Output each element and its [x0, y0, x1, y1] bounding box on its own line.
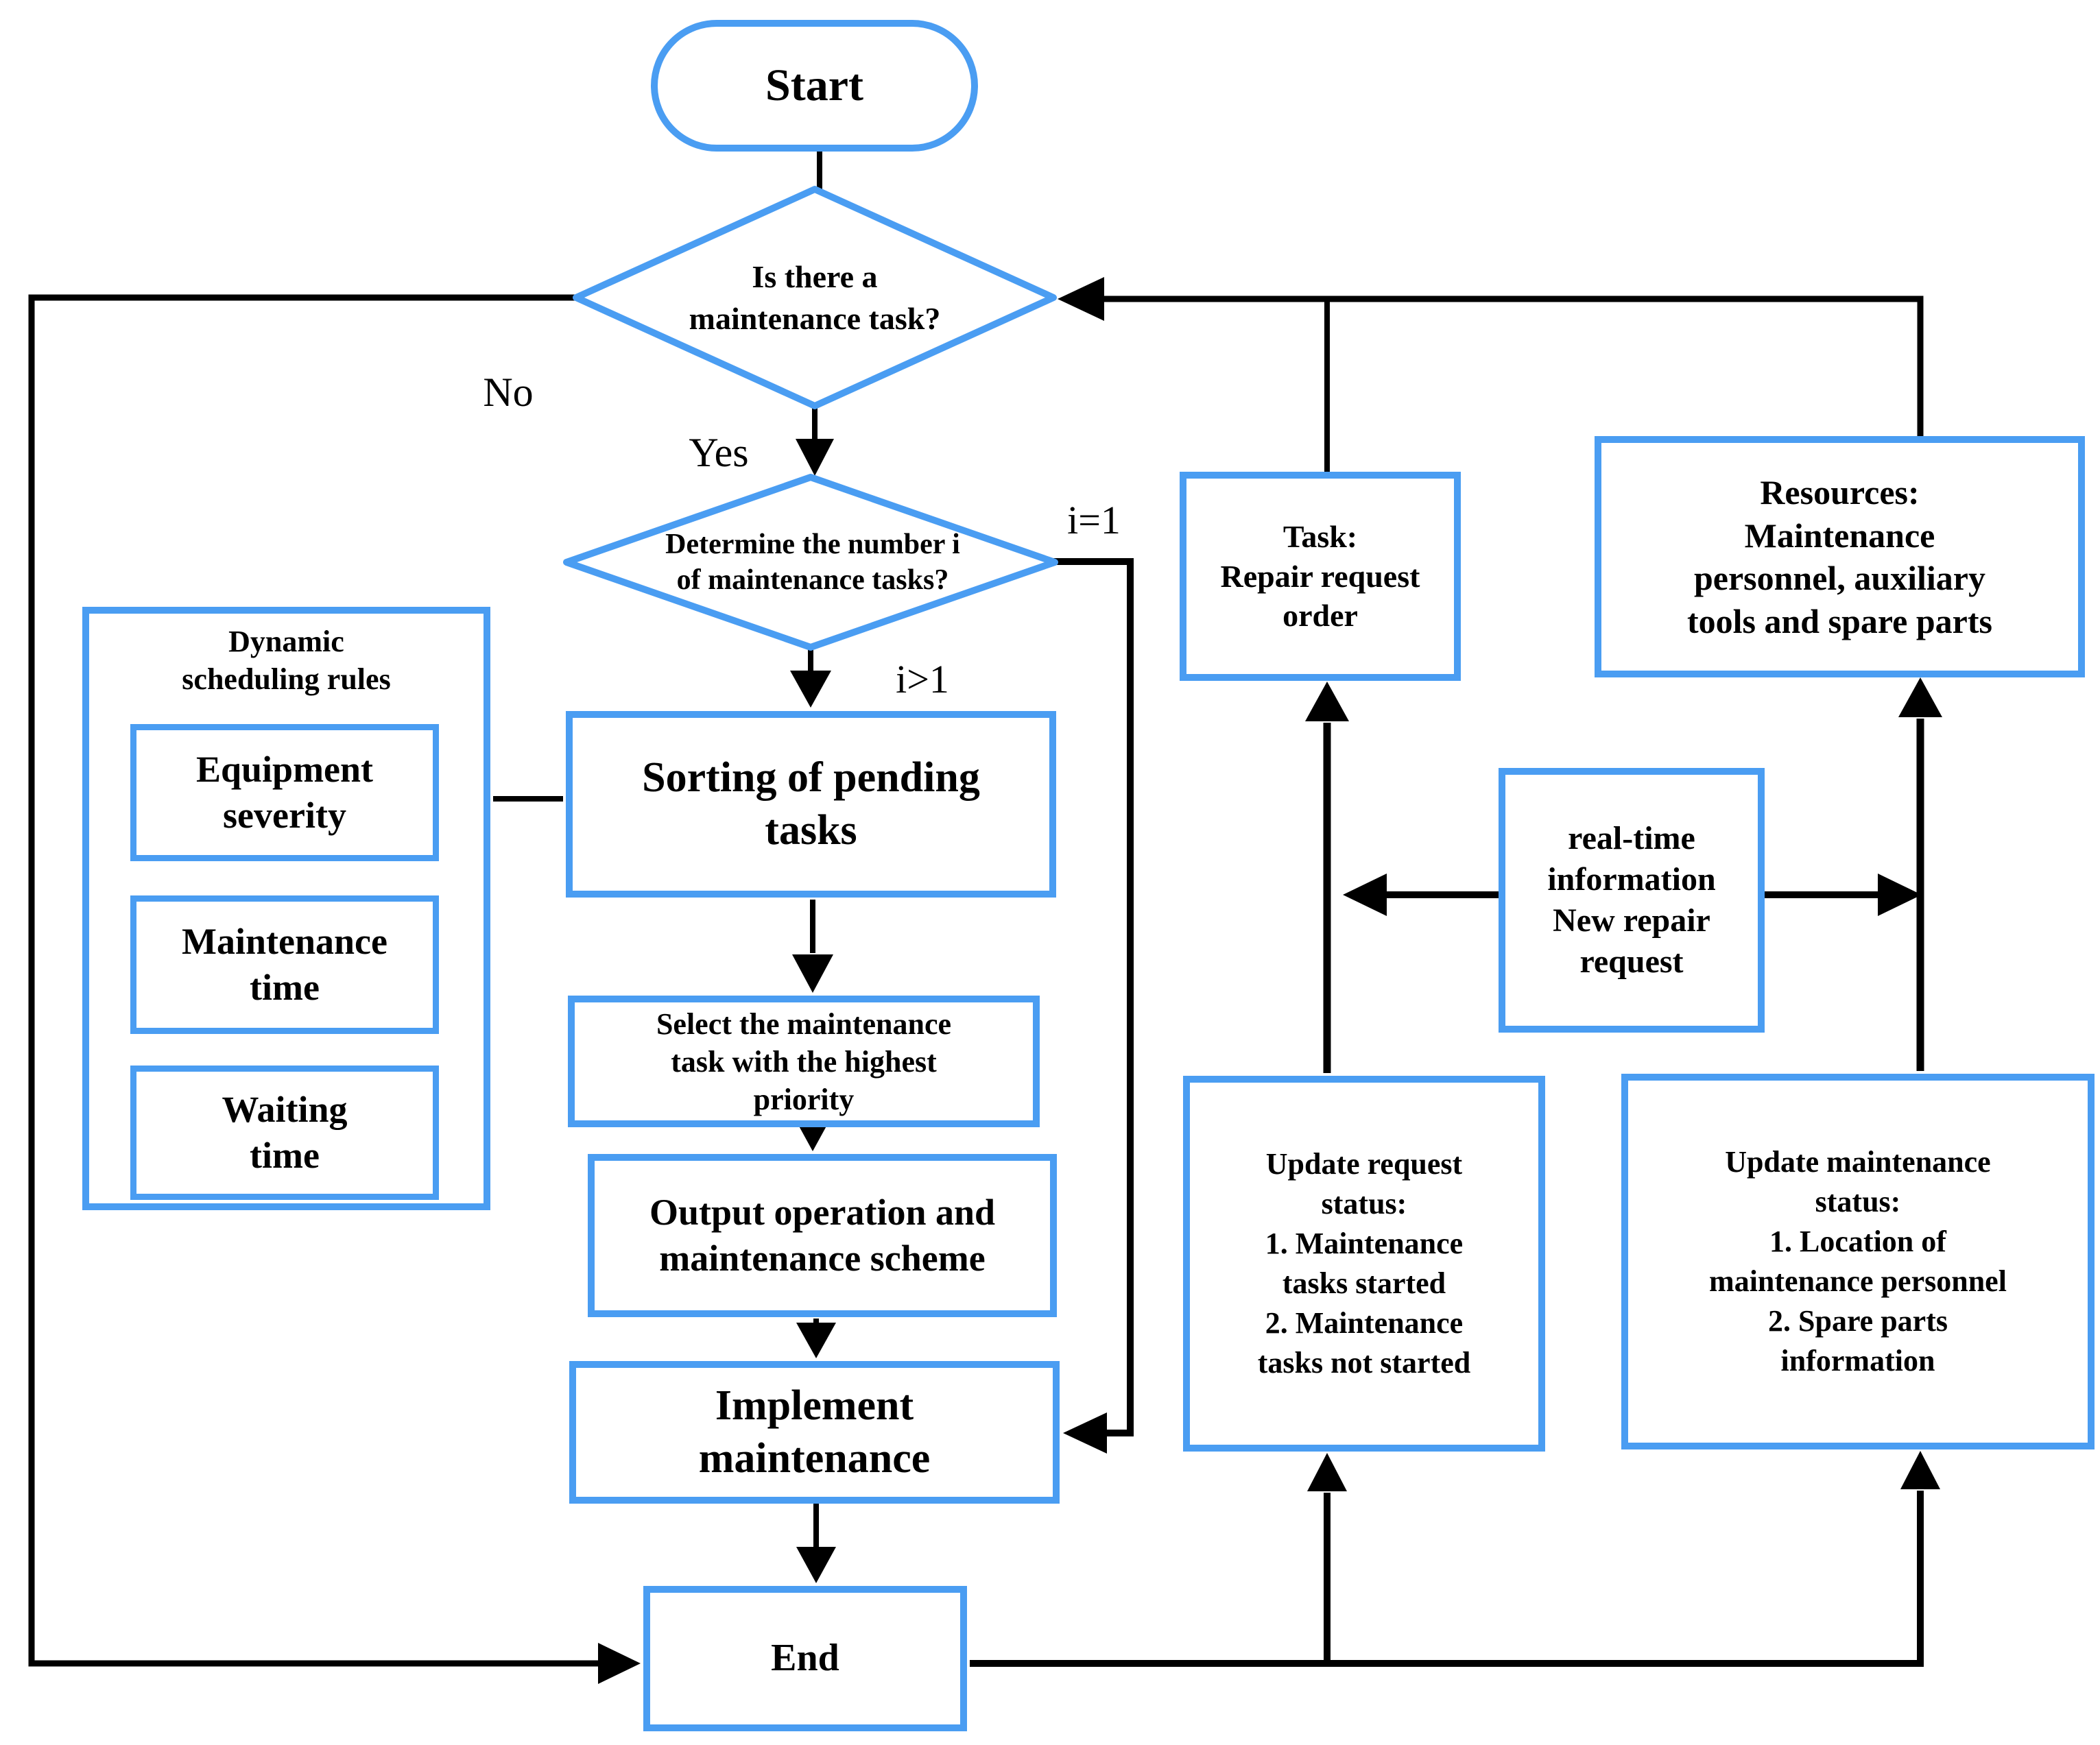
arrowhead-realtime-left [1343, 874, 1387, 916]
arrowhead-no-into-end [598, 1643, 641, 1684]
node-maintenance-time: Maintenance time [130, 895, 439, 1034]
decision1-diamond [573, 186, 1057, 409]
arrowhead-into-sorting [790, 671, 831, 708]
update-request-status-text: Update request status: 1. Maintenance ta… [1257, 1146, 1471, 1380]
node-output-scheme: Output operation and maintenance scheme [588, 1154, 1057, 1317]
edge-loopback-top [1101, 296, 1924, 443]
node-update-maintenance-status: Update maintenance status: 1. Location o… [1621, 1074, 2095, 1449]
decision2-text: Determine the number i of maintenance ta… [665, 528, 960, 597]
arrowhead-i1-into-implement [1063, 1412, 1107, 1454]
node-realtime-info: real-time information New repair request [1499, 768, 1765, 1033]
no-label-text: No [483, 369, 534, 415]
arrowhead-into-resources [1898, 677, 1942, 717]
node-update-request-status: Update request status: 1. Maintenance ta… [1183, 1076, 1545, 1452]
end-text: End [771, 1637, 839, 1680]
arrowhead-into-update-maintenance [1900, 1451, 1940, 1489]
node-sorting: Sorting of pending tasks [566, 711, 1056, 898]
edge-label-no: No [440, 365, 577, 420]
yes-label-text: Yes [689, 429, 749, 475]
node-end: End [643, 1586, 967, 1731]
decision2-diamond [563, 474, 1058, 651]
i-equals-1-text: i=1 [1067, 497, 1121, 542]
arrowhead-realtime-right [1878, 874, 1922, 916]
arrowhead-into-implement [796, 1323, 836, 1358]
maintenance-time-text: Maintenance time [182, 920, 387, 1009]
node-resources: Resources: Maintenance personnel, auxili… [1595, 436, 2085, 677]
edge-label-yes: Yes [650, 425, 787, 480]
node-implement: Implement maintenance [569, 1361, 1060, 1504]
arrowhead-into-update-request [1307, 1453, 1347, 1491]
task-order-text: Task: Repair request order [1220, 519, 1420, 634]
sorting-text: Sorting of pending tasks [642, 754, 980, 854]
dynamic-rules-title-text: Dynamic scheduling rules [182, 625, 391, 696]
decision2-label: Determine the number i of maintenance ta… [604, 511, 1022, 614]
arrowhead-into-select [792, 954, 833, 993]
node-equipment-severity: Equipment severity [130, 724, 439, 861]
arrowhead-loopback-into-decision1 [1058, 277, 1104, 321]
equipment-severity-text: Equipment severity [195, 748, 374, 837]
arrowhead-into-end-top [796, 1547, 836, 1583]
node-waiting-time: Waiting time [130, 1066, 439, 1200]
edge-label-i-greater-1: i>1 [854, 651, 991, 706]
edge-no-path [28, 294, 608, 1667]
i-greater-1-text: i>1 [896, 656, 949, 701]
node-select-task: Select the maintenance task with the hig… [568, 996, 1040, 1127]
group-dynamic-scheduling-rules [82, 607, 490, 1210]
select-task-text: Select the maintenance task with the hig… [656, 1007, 952, 1116]
decision1-text: Is there a maintenance task? [689, 259, 941, 336]
update-maintenance-status-text: Update maintenance status: 1. Location o… [1709, 1144, 2007, 1378]
edge-end-to-right-bottom [970, 1491, 1924, 1667]
waiting-time-text: Waiting time [222, 1088, 348, 1177]
arrowhead-yes-down [796, 439, 834, 476]
edge-label-i-equals-1: i=1 [1025, 492, 1162, 547]
node-start: Start [651, 20, 978, 152]
realtime-info-text: real-time information New repair request [1547, 820, 1716, 980]
edge-i-equals-1-path [1051, 558, 1134, 1436]
resources-text: Resources: Maintenance personnel, auxili… [1687, 473, 1992, 640]
start-label: Start [765, 60, 863, 111]
node-task-order: Task: Repair request order [1180, 472, 1461, 681]
output-scheme-text: Output operation and maintenance scheme [649, 1191, 996, 1279]
dynamic-rules-title: Dynamic scheduling rules [86, 616, 487, 705]
decision1-label: Is there a maintenance task? [610, 243, 1019, 353]
implement-text: Implement maintenance [698, 1382, 931, 1482]
arrowhead-into-task [1305, 682, 1349, 721]
